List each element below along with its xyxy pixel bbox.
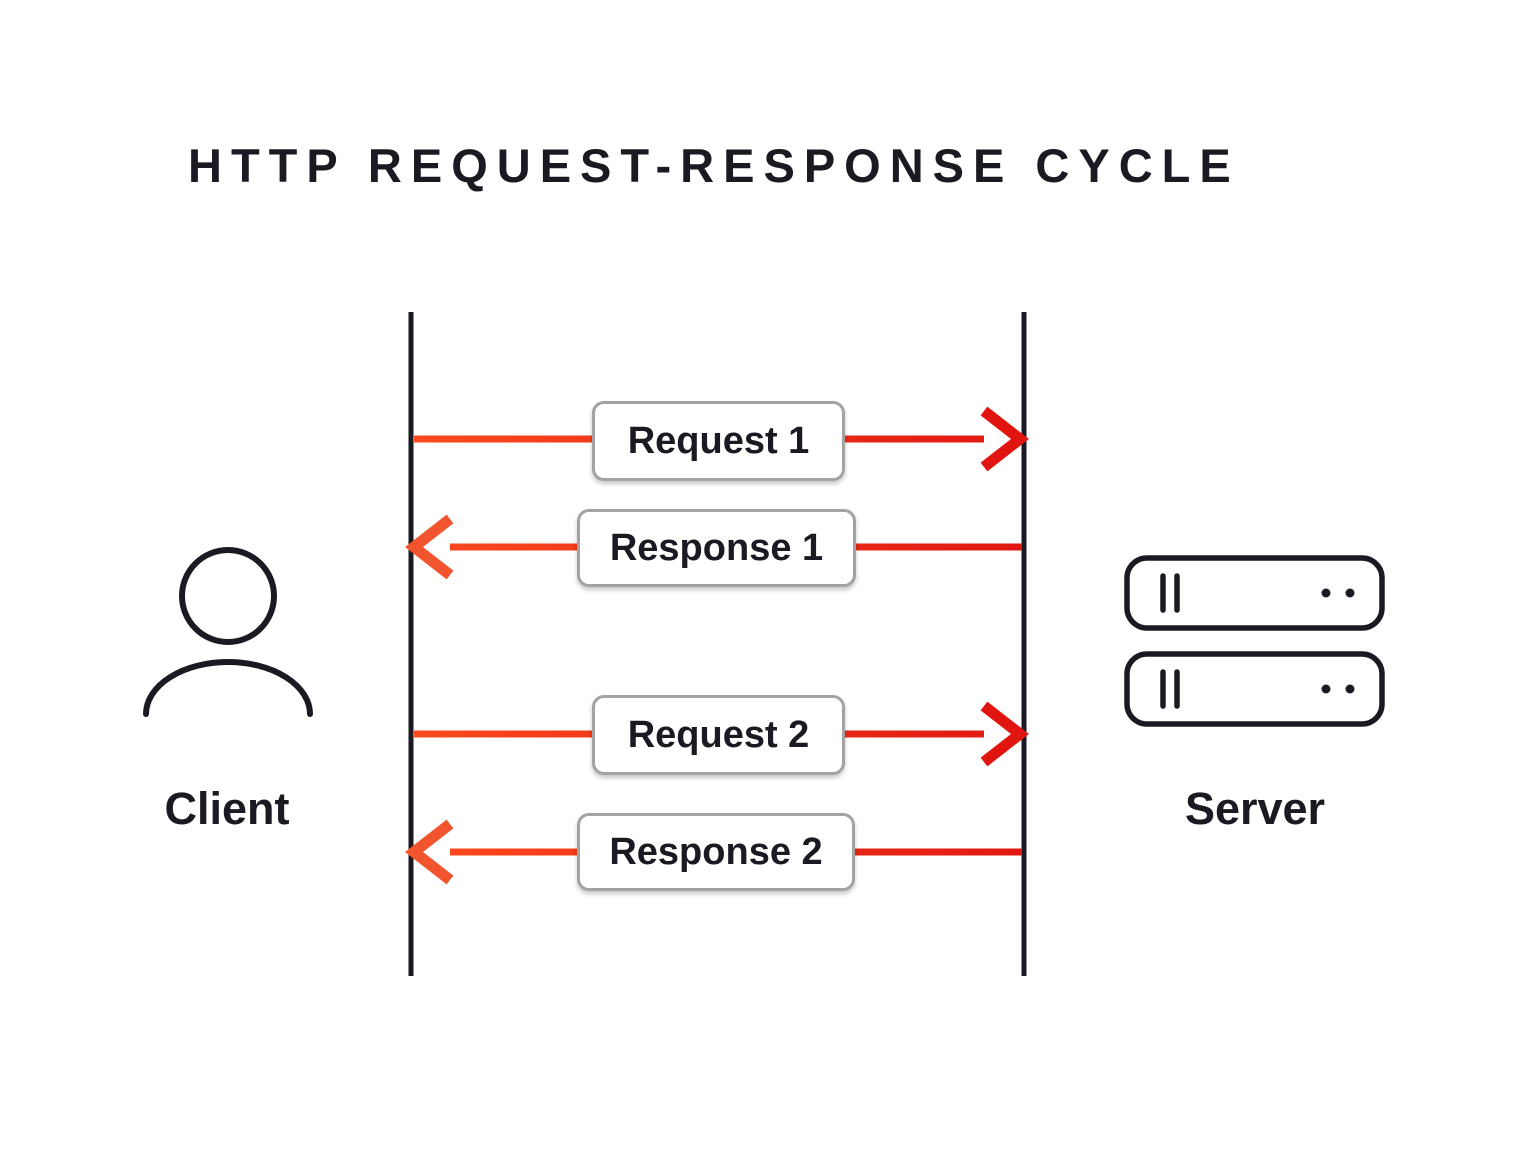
server-unit-body [1124, 555, 1385, 631]
arrowhead-left-icon [405, 819, 454, 885]
arrowhead-left-icon [405, 514, 454, 580]
person-shoulders [143, 659, 313, 717]
message-label-box: Response 2 [577, 813, 855, 891]
server-unit-1 [1124, 555, 1385, 631]
server-led-dot [1345, 588, 1355, 598]
message-label: Request 1 [627, 419, 810, 462]
client-person-icon [143, 547, 313, 717]
message-label: Response 2 [609, 830, 823, 873]
message-label-box: Request 1 [592, 401, 845, 481]
arrowhead-right-icon [980, 701, 1029, 767]
diagram-title: HTTP REQUEST-RESPONSE CYCLE [188, 139, 1240, 192]
server-stack-icon [1124, 555, 1385, 727]
person-head [179, 547, 277, 645]
server-led-dot [1345, 684, 1355, 694]
server-actor-label: Server [1184, 783, 1326, 834]
server-led-dot [1321, 684, 1331, 694]
client-actor-label: Client [164, 783, 290, 834]
server-unit-2 [1124, 651, 1385, 727]
message-label: Response 1 [609, 526, 824, 569]
server-unit-body [1124, 651, 1385, 727]
message-label: Request 2 [627, 713, 810, 756]
message-label-box: Request 2 [592, 695, 845, 775]
message-label-box: Response 1 [577, 509, 856, 587]
server-led-dot [1321, 588, 1331, 598]
arrowhead-right-icon [980, 406, 1029, 472]
